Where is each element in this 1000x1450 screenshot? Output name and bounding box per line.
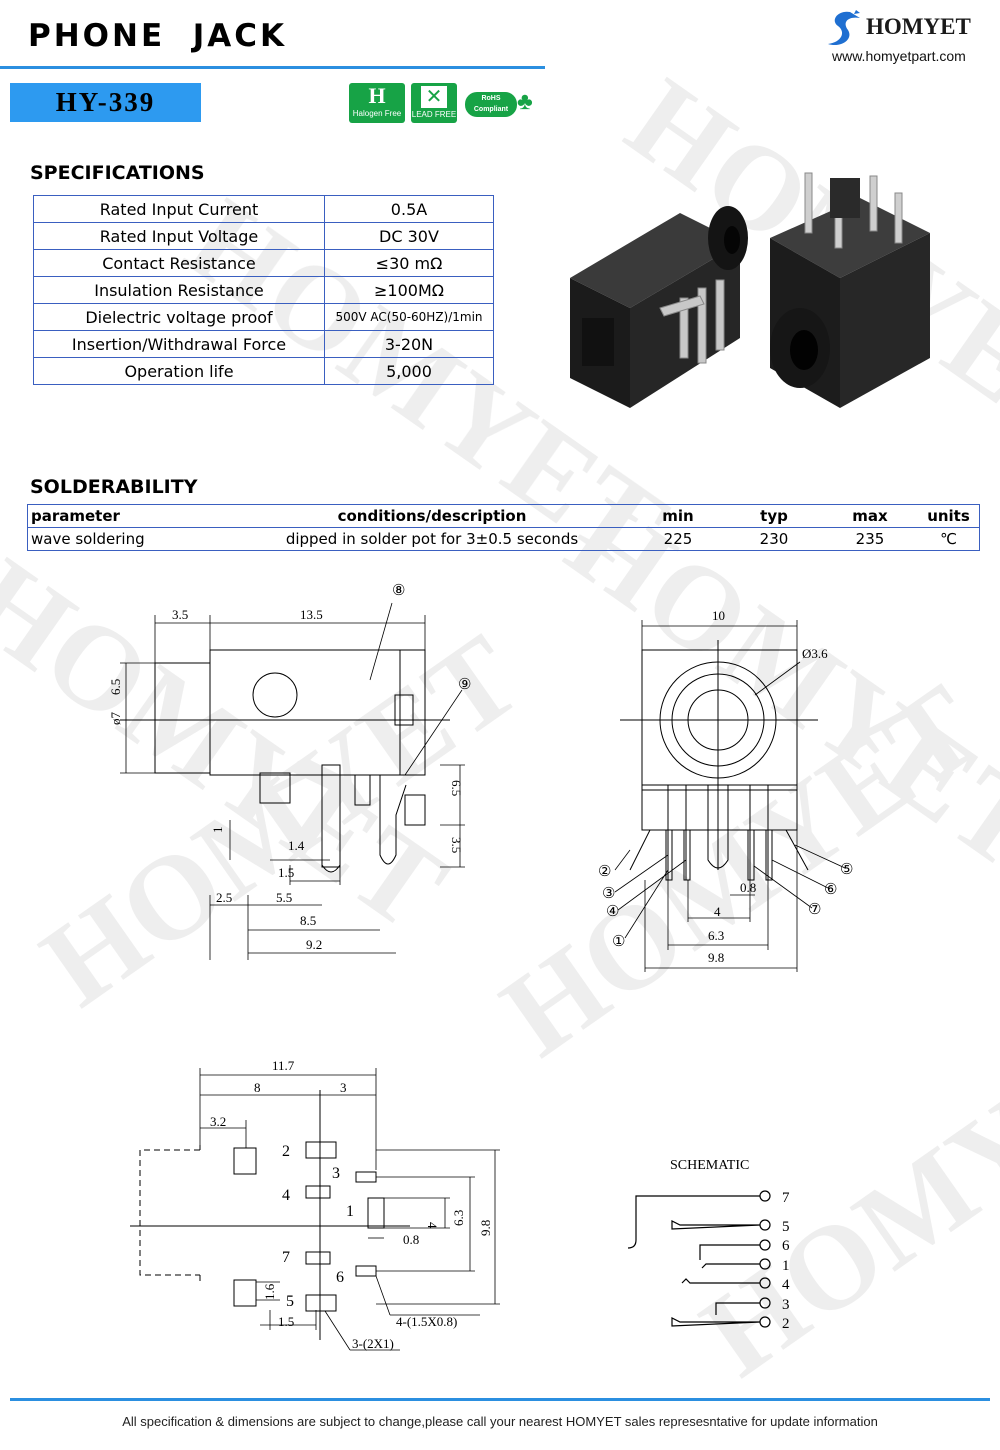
svg-text:9.8: 9.8 xyxy=(708,950,724,965)
svg-text:8.5: 8.5 xyxy=(300,913,316,928)
svg-text:3-(2X1): 3-(2X1) xyxy=(352,1336,394,1351)
svg-text:②: ② xyxy=(598,864,611,880)
title-underline xyxy=(0,66,545,69)
svg-text:⑨: ⑨ xyxy=(458,677,471,693)
svg-text:1: 1 xyxy=(782,1258,790,1274)
footprint-drawing: 11.7 8 3 3.2 0.8 4 6.3 9.8 1.6 1.5 4-(1.… xyxy=(130,1058,500,1351)
svg-text:11.7: 11.7 xyxy=(272,1058,295,1073)
svg-text:1.5: 1.5 xyxy=(278,1314,294,1329)
svg-text:2: 2 xyxy=(282,1143,290,1160)
svg-text:Ø3.6: Ø3.6 xyxy=(802,646,828,661)
svg-text:7: 7 xyxy=(282,1249,290,1266)
page-title: PHONE JACK xyxy=(28,18,288,54)
svg-text:4: 4 xyxy=(782,1277,790,1293)
svg-text:5: 5 xyxy=(286,1293,294,1310)
footer-divider xyxy=(10,1398,990,1401)
svg-text:ø7: ø7 xyxy=(108,712,123,726)
svg-text:⑧: ⑧ xyxy=(392,583,405,599)
svg-text:9.2: 9.2 xyxy=(306,937,322,952)
homyet-logo-icon xyxy=(828,10,860,46)
svg-text:2.5: 2.5 xyxy=(216,890,232,905)
svg-text:5.5: 5.5 xyxy=(276,890,292,905)
svg-text:3: 3 xyxy=(332,1165,340,1182)
svg-text:4: 4 xyxy=(425,1222,440,1229)
side-view-drawing: 3.5 13.5 6.5 ø7 6.5 3.5 1 1.4 1.5 2.5 5.… xyxy=(108,583,471,960)
brand-name: HOMYET xyxy=(866,14,971,39)
solderability-table: parameter conditions/description min typ… xyxy=(27,504,980,551)
solderability-heading: SOLDERABILITY xyxy=(30,476,198,498)
svg-text:1.6: 1.6 xyxy=(262,1283,277,1300)
svg-text:1.5: 1.5 xyxy=(278,865,294,880)
model-badge: HY-339 xyxy=(10,83,201,122)
svg-text:9.8: 9.8 xyxy=(478,1220,493,1236)
specifications-heading: SPECIFICATIONS xyxy=(30,162,205,184)
svg-text:13.5: 13.5 xyxy=(300,607,323,622)
table-row: Insulation Resistance≥100MΩ xyxy=(33,276,494,304)
svg-text:④: ④ xyxy=(606,904,619,920)
svg-text:⑦: ⑦ xyxy=(808,902,821,918)
svg-text:8: 8 xyxy=(254,1080,261,1095)
svg-text:4: 4 xyxy=(714,904,721,919)
brand-website: www.homyetpart.com xyxy=(832,48,966,64)
svg-text:3.5: 3.5 xyxy=(449,837,464,853)
brand-logo: HOMYET www.homyetpart.com xyxy=(820,8,990,68)
rohs-badge: RoHS Compliant ♣ xyxy=(465,88,539,120)
svg-text:4: 4 xyxy=(282,1187,290,1204)
svg-text:3: 3 xyxy=(782,1297,790,1313)
svg-text:⑥: ⑥ xyxy=(824,882,837,898)
halogen-free-badge: H Halogen Free xyxy=(349,83,405,123)
svg-text:1: 1 xyxy=(346,1203,354,1220)
svg-text:6.3: 6.3 xyxy=(708,928,724,943)
svg-text:6: 6 xyxy=(336,1269,344,1286)
table-row: Contact Resistance≤30 mΩ xyxy=(33,249,494,277)
svg-text:6: 6 xyxy=(782,1238,790,1254)
svg-text:3.5: 3.5 xyxy=(172,607,188,622)
svg-text:6.5: 6.5 xyxy=(108,679,123,695)
product-photo xyxy=(570,172,930,408)
svg-text:0.8: 0.8 xyxy=(403,1232,419,1247)
svg-text:①: ① xyxy=(612,934,625,950)
svg-text:6.3: 6.3 xyxy=(451,1210,466,1226)
lead-free-badge: ✕ LEAD FREE xyxy=(411,83,457,123)
svg-text:1: 1 xyxy=(210,827,225,834)
svg-text:⑤: ⑤ xyxy=(840,862,853,878)
svg-text:0.8: 0.8 xyxy=(740,880,756,895)
table-row: wave soldering dipped in solder pot for … xyxy=(31,530,957,548)
svg-text:6.5: 6.5 xyxy=(449,780,464,796)
svg-text:10: 10 xyxy=(712,608,725,623)
front-view-drawing: 10 Ø3.6 0.8 4 6.3 9.8 ② ③ ④ ① ⑤ ⑥ ⑦ xyxy=(598,608,853,972)
schematic-drawing: SCHEMATIC 7 5 6 1 4 3 2 xyxy=(627,1158,790,1332)
clover-icon: ♣ xyxy=(517,88,533,115)
svg-text:3: 3 xyxy=(340,1080,347,1095)
footer-note: All specification & dimensions are subje… xyxy=(122,1414,878,1429)
svg-text:2: 2 xyxy=(782,1316,790,1332)
svg-text:1.4: 1.4 xyxy=(288,838,305,853)
svg-text:③: ③ xyxy=(602,886,615,902)
table-header-row: parameter conditions/description min typ… xyxy=(27,505,980,528)
svg-text:4-(1.5X0.8): 4-(1.5X0.8) xyxy=(396,1314,457,1329)
svg-text:5: 5 xyxy=(782,1219,790,1235)
svg-text:3.2: 3.2 xyxy=(210,1114,226,1129)
svg-text:7: 7 xyxy=(782,1190,790,1206)
svg-text:SCHEMATIC: SCHEMATIC xyxy=(670,1158,749,1173)
